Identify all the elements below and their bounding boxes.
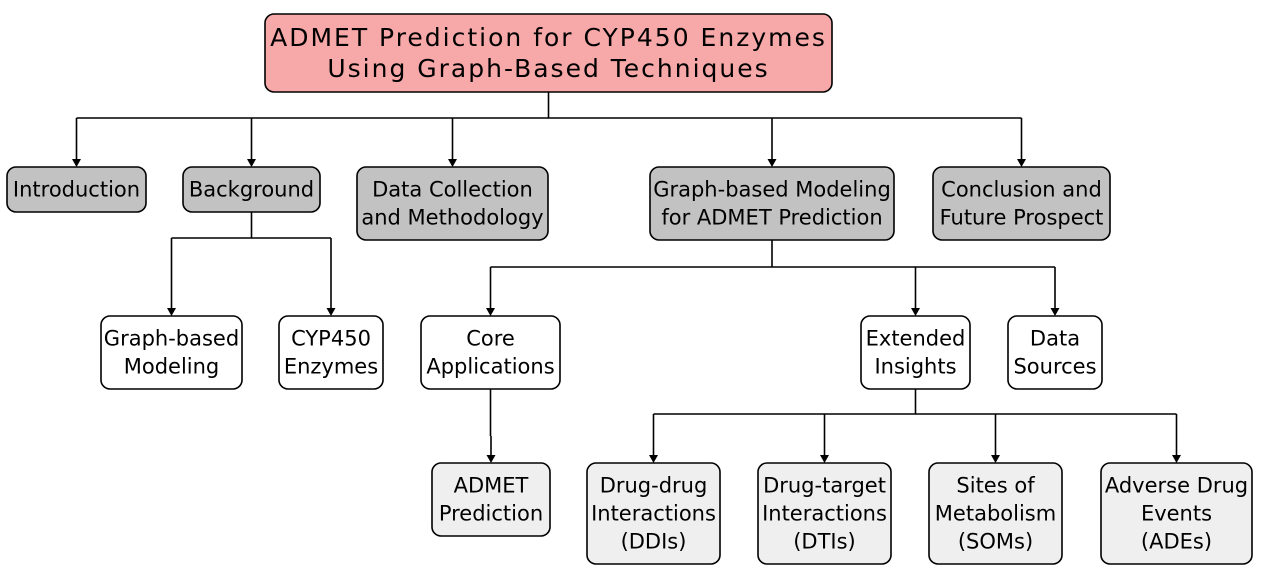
node-label: ADMET [454,474,529,498]
node-label: Future Prospect [940,206,1104,230]
node-box [264,13,833,93]
node-background: Background [182,166,321,213]
arrowhead-icon [486,308,495,316]
node-label: Prediction [439,502,543,526]
arrowhead-icon [486,455,496,463]
node-box [278,315,384,390]
arrowhead-icon [448,159,457,167]
node-introduction: Introduction [6,166,147,213]
node-graph-modeling-admet: Graph-based Modeling for ADMET Prediction [649,166,895,241]
arrowhead-icon [1017,159,1026,167]
node-label: ADMET Prediction for CYP450 Enzymes [270,23,827,52]
node-admet-prediction: ADMET Prediction [431,462,551,537]
node-box [649,166,895,241]
arrowhead-icon [911,308,920,316]
arrowhead-icon [1172,455,1181,463]
node-label: Background [189,178,314,202]
node-label: Enzymes [284,355,378,379]
node-box [586,462,721,565]
node-label: Drug-drug [600,474,708,498]
node-label: Sites of [956,474,1035,498]
arrowhead-icon [649,455,658,463]
node-box [928,462,1063,565]
node-box [860,315,971,390]
node-label: CYP450 [291,327,371,351]
node-label: Graph-based Modeling [653,178,891,202]
node-label: Introduction [13,178,140,202]
node-label: Metabolism [935,502,1056,526]
arrowhead-icon [247,159,256,167]
node-box [100,315,243,390]
arrowhead-icon [72,159,81,167]
node-label: (DDIs) [621,530,687,554]
arrowhead-icon [326,308,336,316]
node-label: Applications [426,355,554,379]
node-label: Insights [874,355,956,379]
node-label: Interactions [591,502,716,526]
arrowhead-icon [1050,308,1060,316]
node-layer: ADMET Prediction for CYP450 EnzymesUsing… [6,13,1253,565]
node-box [1007,315,1103,390]
node-soms: Sites of Metabolism (SOMs) [928,462,1063,565]
node-label: Interactions [762,502,887,526]
node-box [1100,462,1253,565]
connector-layer [72,92,1181,463]
node-label: Data Collection [372,178,533,202]
node-root: ADMET Prediction for CYP450 EnzymesUsing… [264,13,833,93]
node-label: (ADEs) [1141,530,1212,554]
node-box [6,166,147,213]
node-label: Drug-target [763,474,886,498]
node-label: Events [1141,502,1212,526]
node-label: Modeling [124,355,220,379]
node-box [420,315,561,390]
node-label: Extended [866,327,966,351]
node-box [182,166,321,213]
node-box [932,166,1111,241]
node-box [356,166,549,241]
node-label: (DTIs) [793,530,856,554]
node-label: Sources [1013,355,1096,379]
node-data-collection: Data Collection and Methodology [356,166,549,241]
node-label: Core [466,327,515,351]
arrowhead-icon [767,159,777,167]
node-label: Data [1030,327,1080,351]
arrowhead-icon [991,455,1000,463]
arrowhead-icon [167,308,176,316]
node-label: for ADMET Prediction [661,206,882,230]
arrowhead-icon [820,455,829,463]
node-label: Adverse Drug [1105,474,1248,498]
node-box [757,462,892,565]
node-label: Conclusion and [941,178,1102,202]
node-label: Graph-based [104,327,239,351]
node-label: and Methodology [361,206,543,230]
node-label: Using Graph-Based Techniques [327,54,769,83]
node-label: (SOMs) [958,530,1033,554]
node-box [431,462,551,537]
